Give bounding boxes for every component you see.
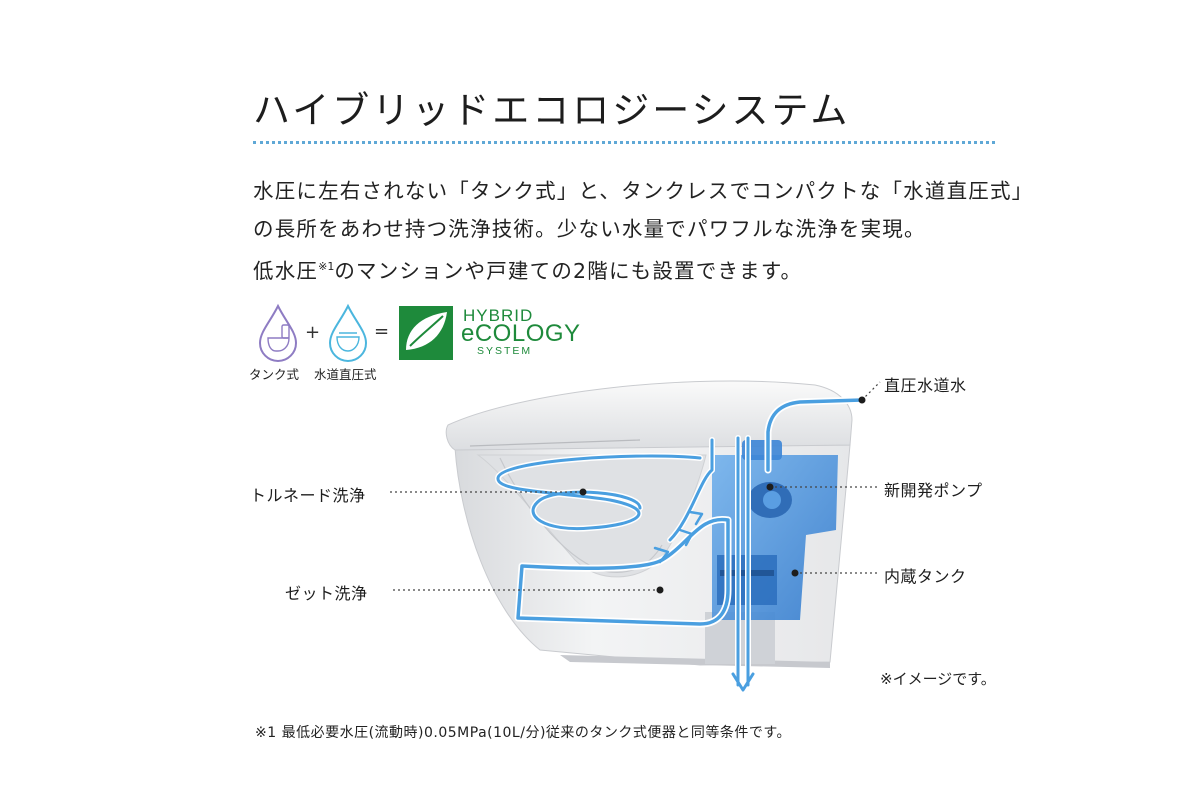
direct-type-label: 水道直圧式 <box>314 367 377 382</box>
callout-direct-water: 直圧水道水 <box>884 376 967 395</box>
tank-type-label: タンク式 <box>249 367 300 382</box>
callout-tornado-flush: トルネード洗浄 <box>250 486 366 505</box>
logo-line-1: HYBRID <box>463 306 534 325</box>
logo-line-3: SYSTEM <box>477 345 533 357</box>
pump <box>742 440 792 518</box>
leaf-logo-icon <box>399 306 453 360</box>
callout-tank: 内蔵タンク <box>884 567 967 586</box>
description-line-3-start: 低水圧 <box>253 259 319 283</box>
description-line-3: 低水圧※1のマンションや戸建ての2階にも設置できます。 <box>253 248 1013 290</box>
callout-leaders <box>390 381 881 591</box>
logo-line-2: eCOLOGY <box>461 320 581 347</box>
tank-drop-icon <box>258 303 298 362</box>
footnote-marker: ※1 <box>318 260 335 273</box>
dotted-divider <box>253 141 995 144</box>
callout-pump: 新開発ポンプ <box>884 481 983 500</box>
description: 水圧に左右されない「タンク式」と、タンクレスでコンパクトな「水道直圧式」 の長所… <box>253 172 1034 290</box>
description-line-3-end: のマンションや戸建ての2階にも設置できます。 <box>334 259 803 283</box>
description-line-1: 水圧に左右されない「タンク式」と、タンクレスでコンパクトな「水道直圧式」 <box>253 179 1034 203</box>
callout-dots <box>579 396 866 594</box>
water-flow <box>495 396 866 692</box>
hybrid-ecology-logo: HYBRID eCOLOGY SYSTEM <box>399 306 580 360</box>
callout-zet-flush: ゼット洗浄 <box>285 584 368 603</box>
page-title: ハイブリッドエコロジーシステム <box>253 89 851 132</box>
image-note: ※イメージです。 <box>880 670 996 688</box>
footnote: ※1 最低必要水圧(流動時)0.05MPa(10L/分)従来のタンク式便器と同等… <box>255 725 792 741</box>
direct-drop-icon <box>328 303 368 362</box>
equals-sign: = <box>374 321 390 342</box>
plus-sign: + <box>305 322 321 343</box>
description-line-2: の長所をあわせ持つ洗浄技術。少ない水量でパワフルな洗浄を実現。 <box>253 217 926 241</box>
